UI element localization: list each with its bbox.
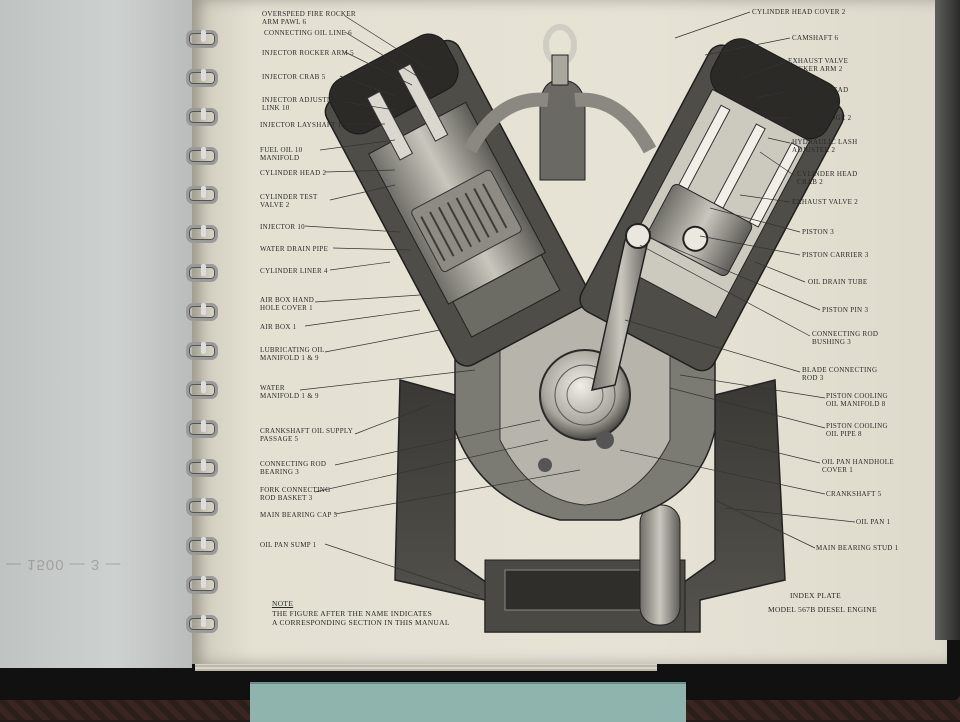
note-heading: NOTE: [272, 599, 294, 608]
index-plate-caption: INDEX PLATE: [790, 591, 842, 600]
binder-rim: [935, 0, 960, 640]
label-hydraulic-lash-adjuster: HYDRAULIC LASH ADJUSTER 2: [792, 138, 858, 154]
label-connecting-rod-bearing: CONNECTING ROD BEARING 3: [260, 460, 327, 476]
binding-ring: [186, 147, 218, 165]
label-oil-drain-tube: OIL DRAIN TUBE: [808, 278, 868, 286]
label-connecting-rod-bushing: CONNECTING ROD BUSHING 3: [812, 330, 879, 346]
binding-ring: [186, 420, 218, 438]
label-piston-cooling-oil-pipe: PISTON COOLING OIL PIPE 8: [826, 422, 888, 438]
label-injector: INJECTOR 10: [260, 223, 305, 231]
label-exhaust-valve: EXHAUST VALVE 2: [792, 198, 859, 206]
connecting-rod: [591, 223, 652, 391]
label-air-box: AIR BOX 1: [260, 323, 297, 331]
label-piston-carrier: PISTON CARRIER 3: [802, 251, 869, 259]
left-cylinder-bank: [324, 33, 590, 367]
label-overspeed-fire-rocker-arm-pawl: OVERSPEED FIRE ROCKER ARM PAWL 6: [262, 10, 356, 26]
label-cylinder-head: CYLINDER HEAD 2: [260, 169, 327, 177]
label-crankshaft-oil-supply-passage: CRANKSHAFT OIL SUPPLY PASSAGE 5: [260, 427, 354, 443]
label-main-bearing-cap: MAIN BEARING CAP 5: [260, 511, 338, 519]
binding-ring: [186, 30, 218, 48]
label-cylinder-test-valve: CYLINDER TEST VALVE 2: [260, 193, 318, 209]
leader-lines-left: [299, 15, 581, 597]
label-injector-crab: INJECTOR CRAB 5: [262, 73, 326, 81]
label-cylinder-head-crab-stud: CYLINDER HEAD CRAB STUD 1: [788, 86, 849, 102]
label-main-bearing-stud: MAIN BEARING STUD 1: [816, 544, 899, 552]
binding-ring: [186, 264, 218, 282]
teal-binder-tab: [250, 682, 686, 722]
label-oil-pan-sump: OIL PAN SUMP 1: [260, 541, 317, 549]
label-water-drain-pipe: WATER DRAIN PIPE: [260, 245, 329, 253]
label-air-box-hand-hole-cover: AIR BOX HAND HOLE COVER 1: [260, 296, 315, 312]
binding-ring: [186, 459, 218, 477]
label-lubricating-oil-manifold: LUBRICATING OIL MANIFOLD 1 & 9: [260, 346, 325, 362]
label-exhaust-valve-rocker-arm: EXHAUST VALVE ROCKER ARM 2: [788, 57, 849, 73]
binding-ring: [186, 69, 218, 87]
label-oil-pan-handhole-cover: OIL PAN HANDHOLE COVER 1: [822, 458, 894, 474]
note-text: THE FIGURE AFTER THE NAME INDICATES A CO…: [272, 609, 450, 627]
binding-ring: [186, 225, 218, 243]
binding-ring: [186, 615, 218, 633]
label-injector-layshaft: INJECTOR LAYSHAFT 10: [260, 121, 346, 129]
label-piston-pin: PISTON PIN 3: [822, 306, 869, 314]
binding-ring: [186, 576, 218, 594]
crankcase: [454, 299, 716, 521]
label-valve-bridge: VALVE BRIDGE 2: [792, 114, 852, 122]
binding-ring: [186, 108, 218, 126]
label-cylinder-head-cover: CYLINDER HEAD COVER 2: [752, 8, 846, 16]
label-fork-connecting-rod-basket: FORK CONNECTING ROD BASKET 3: [260, 486, 331, 502]
label-connecting-oil-line: CONNECTING OIL LINE 6: [264, 29, 352, 37]
binding-ring: [186, 342, 218, 360]
leader-lines-right: [619, 11, 856, 549]
label-fuel-oil-manifold: FUEL OIL 10 MANIFOLD: [260, 146, 303, 162]
binding-ring: [186, 381, 218, 399]
label-camshaft: CAMSHAFT 6: [792, 34, 839, 42]
binding-ring: [186, 498, 218, 516]
label-blade-connecting-rod: BLADE CONNECTING ROD 3: [802, 366, 878, 382]
label-injector-adjusting-link: INJECTOR ADJUSTING LINK 10: [262, 96, 341, 112]
engine-lower-block: [394, 379, 786, 633]
label-water-manifold: WATER MANIFOLD 1 & 9: [260, 384, 319, 400]
label-injector-rocker-arm: INJECTOR ROCKER ARM 5: [262, 49, 354, 57]
label-piston-cooling-oil-manifold: PISTON COOLING OIL MANIFOLD 8: [826, 392, 888, 408]
left-page: — 1500 — 3 —: [0, 0, 192, 668]
exhaust-and-lifting-eye: [463, 24, 657, 181]
binding-ring: [186, 537, 218, 555]
binding-ring: [186, 186, 218, 204]
label-piston: PISTON 3: [802, 228, 835, 236]
label-cylinder-liner: CYLINDER LINER 4: [260, 267, 328, 275]
label-cylinder-head-crab: CYLINDER HEAD CRAB 2: [797, 170, 858, 186]
right-cylinder-bank: [579, 38, 845, 372]
binding-ring: [186, 303, 218, 321]
label-crankshaft: CRANKSHAFT 5: [826, 490, 882, 498]
label-oil-pan: OIL PAN 1: [856, 518, 891, 526]
model-caption: MODEL 567B DIESEL ENGINE: [768, 605, 877, 614]
